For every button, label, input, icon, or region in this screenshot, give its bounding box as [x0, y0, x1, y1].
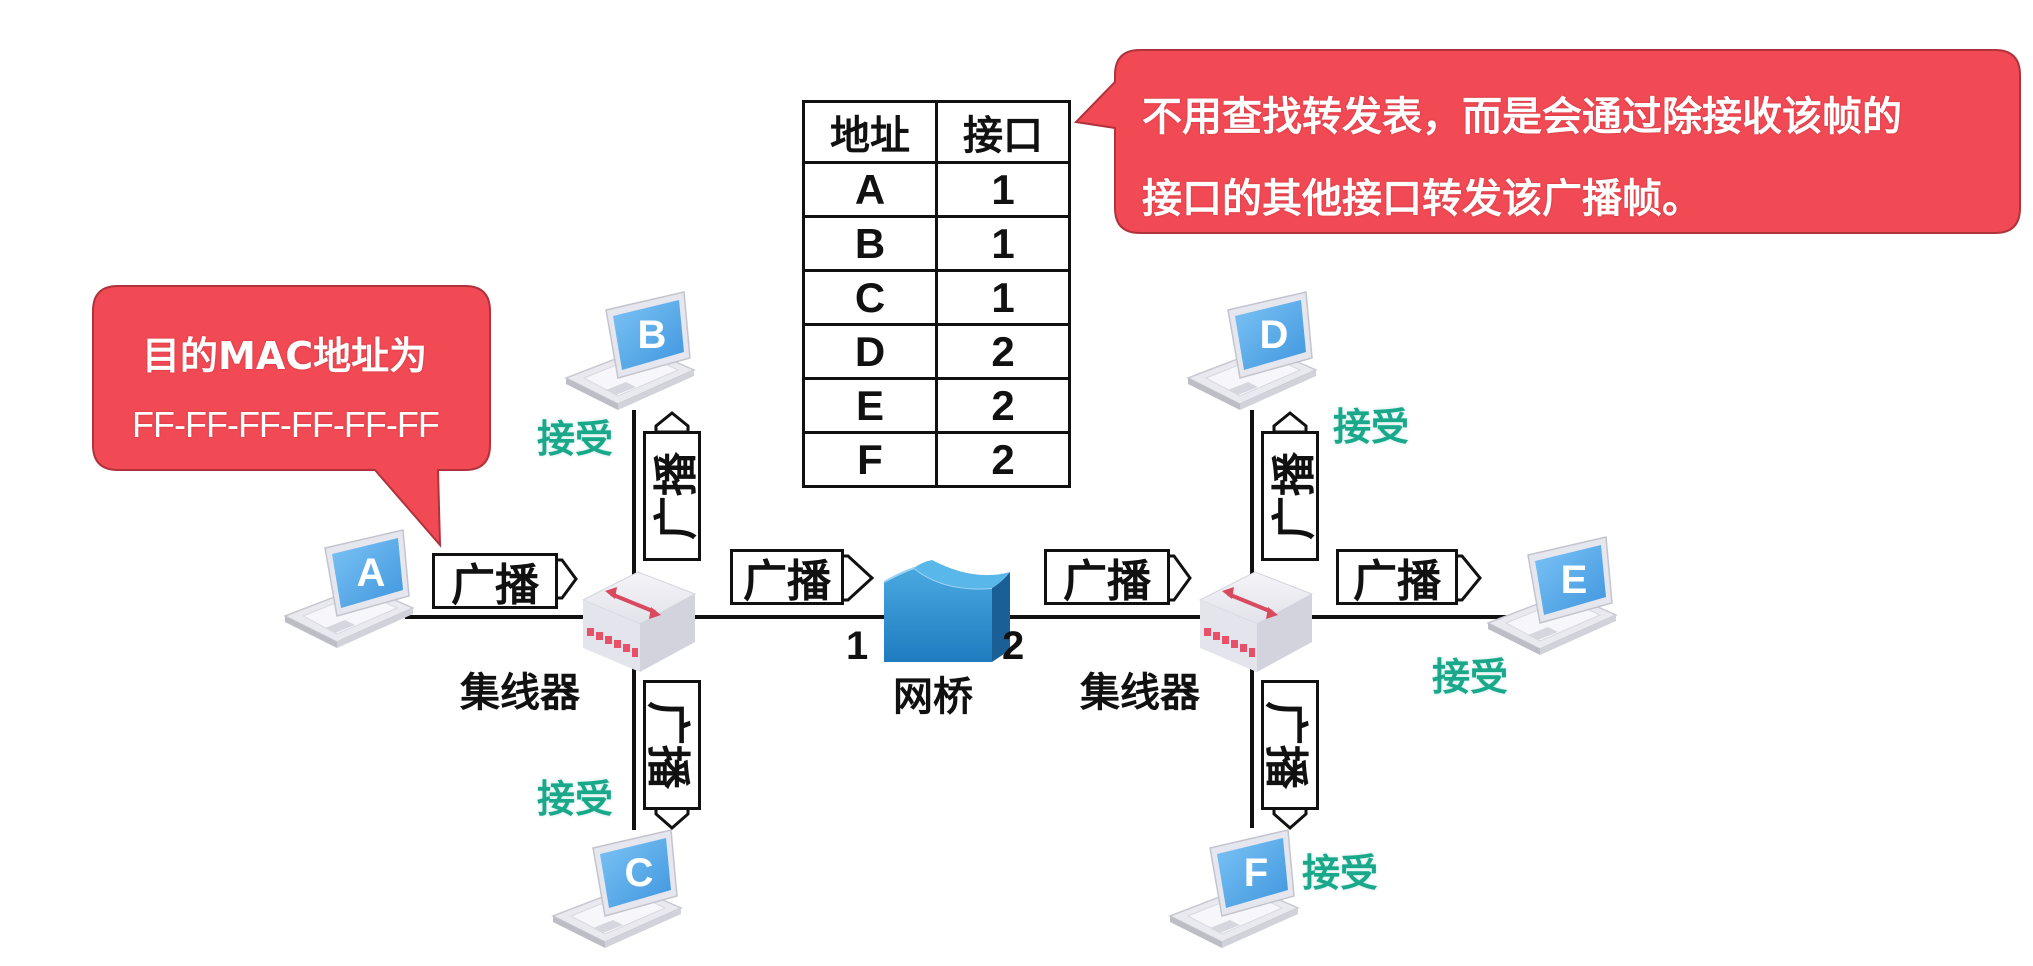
- arrowhead-right-icon: [1454, 554, 1482, 602]
- arrowhead-down-icon: [1272, 806, 1308, 830]
- cell-port: 1: [935, 161, 1071, 218]
- broadcast-label: 广播: [743, 556, 831, 607]
- table-row: E 2: [802, 377, 1071, 434]
- right-callout-shape: [1073, 49, 2021, 234]
- cell-address: D: [802, 323, 938, 380]
- arrowhead-up-icon: [654, 411, 690, 434]
- left-callout-shape: [92, 285, 491, 548]
- broadcast-arrow-hub-to-f: 广播: [1260, 680, 1319, 810]
- broadcast-arrow-bridge-to-hub: 广播: [1044, 549, 1170, 607]
- laptop-d-icon: D: [1187, 291, 1317, 411]
- bridge-port-1: 1: [846, 624, 869, 668]
- column-header-port: 接口: [935, 100, 1071, 164]
- accept-label-b: 接受: [537, 417, 614, 461]
- broadcast-label: 广播: [1353, 556, 1441, 607]
- cell-address: B: [802, 215, 938, 272]
- broadcast-label: 广播: [642, 701, 693, 789]
- cell-address: F: [802, 431, 938, 488]
- broadcast-arrow-hub-to-d: 广播: [1261, 431, 1320, 561]
- bridge-port-2: 2: [1002, 624, 1025, 668]
- broadcast-label: 广播: [451, 560, 539, 611]
- table-row: A 1: [802, 161, 1071, 218]
- cell-address: C: [802, 269, 938, 326]
- broadcast-arrow-hub-to-e: 广播: [1336, 549, 1458, 607]
- cell-port: 2: [935, 431, 1071, 488]
- hub-right-label: 集线器: [1080, 670, 1200, 716]
- host-e-letter: E: [1561, 558, 1588, 602]
- cell-port: 1: [935, 269, 1071, 326]
- laptop-e-icon: E: [1487, 536, 1617, 656]
- table-row: D 2: [802, 323, 1071, 380]
- left-callout-line2: FF-FF-FF-FF-FF-FF: [132, 404, 440, 445]
- accept-label-d: 接受: [1333, 405, 1410, 449]
- broadcast-arrow-a-to-hub: 广播: [432, 553, 558, 611]
- accept-label-f: 接受: [1302, 851, 1379, 895]
- table-row: C 1: [802, 269, 1071, 326]
- hub-left-label: 集线器: [460, 670, 580, 716]
- arrowhead-down-icon: [654, 806, 690, 830]
- host-f-letter: F: [1244, 851, 1268, 895]
- bridge-icon: [883, 560, 1010, 662]
- laptop-c-icon: C: [552, 829, 682, 949]
- broadcast-label: 广播: [1260, 701, 1311, 789]
- left-callout-line1: 目的MAC地址为: [142, 334, 428, 378]
- broadcast-label: 广播: [1269, 452, 1320, 540]
- host-c-letter: C: [625, 851, 654, 895]
- table-row: F 2: [802, 431, 1071, 488]
- broadcast-arrow-hub-to-bridge: 广播: [730, 549, 844, 607]
- arrowhead-right-icon: [1166, 554, 1192, 602]
- accept-label-c: 接受: [537, 777, 614, 821]
- host-a-letter: A: [357, 551, 386, 595]
- column-header-address: 地址: [802, 100, 938, 164]
- bridge-label: 网桥: [893, 674, 973, 720]
- cell-address: A: [802, 161, 938, 218]
- host-b-letter: B: [638, 313, 667, 357]
- right-callout-line1: 不用查找转发表，而是会通过除接收该帧的: [1142, 94, 1902, 140]
- laptop-b-icon: B: [565, 291, 695, 411]
- cell-address: E: [802, 377, 938, 434]
- laptop-a-icon: A: [284, 529, 414, 649]
- host-d-letter: D: [1260, 313, 1289, 357]
- accept-label-e: 接受: [1432, 655, 1509, 699]
- broadcast-arrow-hub-to-c: 广播: [642, 680, 701, 810]
- cell-port: 2: [935, 377, 1071, 434]
- arrowhead-right-icon: [840, 554, 875, 602]
- table-header-row: 地址 接口: [802, 100, 1071, 164]
- broadcast-label: 广播: [1063, 556, 1151, 607]
- right-callout-line2: 接口的其他接口转发该广播帧。: [1142, 176, 1702, 222]
- broadcast-arrow-hub-to-b: 广播: [643, 431, 702, 561]
- forwarding-table: 地址 接口 A 1 B 1 C 1 D 2 E 2 F 2: [802, 100, 1071, 488]
- broadcast-label: 广播: [651, 452, 702, 540]
- laptop-f-icon: F: [1169, 829, 1299, 949]
- cell-port: 1: [935, 215, 1071, 272]
- hub-left-icon: [581, 570, 697, 674]
- cell-port: 2: [935, 323, 1071, 380]
- arrowhead-right-icon: [554, 558, 578, 600]
- arrowhead-up-icon: [1272, 411, 1308, 434]
- hub-right-icon: [1198, 570, 1314, 674]
- table-row: B 1: [802, 215, 1071, 272]
